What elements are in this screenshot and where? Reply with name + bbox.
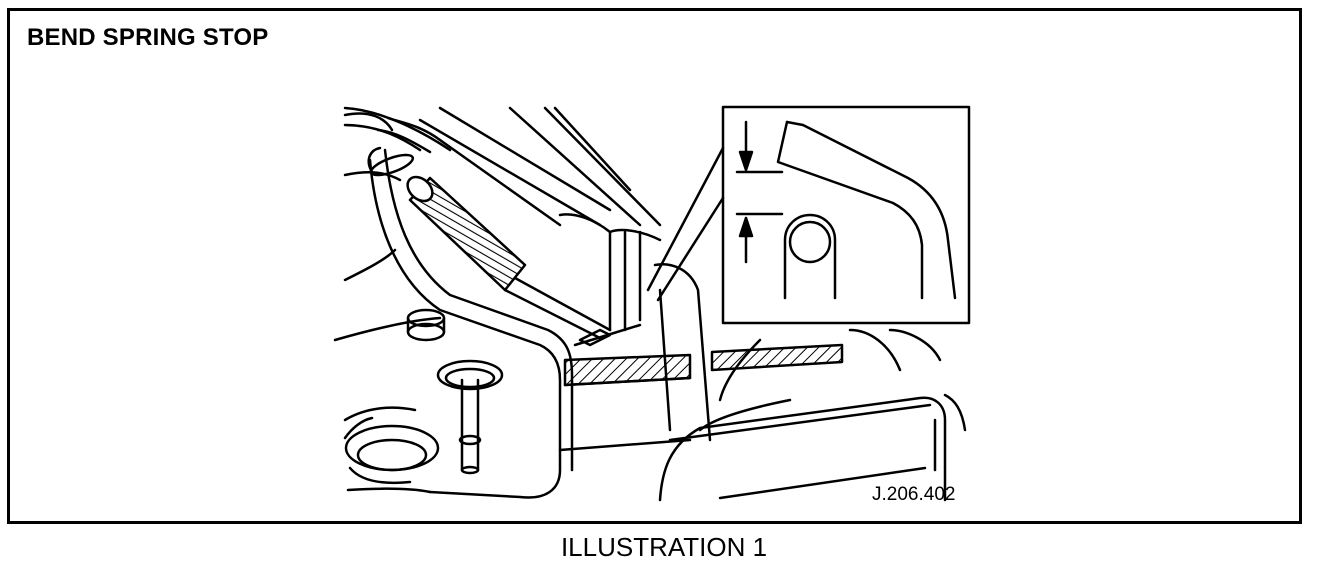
reference-number: J.206.402 — [872, 484, 956, 505]
coil-spring — [406, 175, 612, 340]
spring-stop-tab — [558, 213, 662, 347]
illustration-caption: ILLUSTRATION 1 — [560, 532, 768, 562]
diagram-title: BEND SPRING STOP — [27, 24, 269, 51]
mounting-bosses — [343, 308, 504, 485]
detail-callout — [646, 105, 971, 325]
bracket-tube — [346, 116, 574, 499]
lower-housing — [658, 328, 967, 502]
cable-clip — [343, 112, 415, 177]
cross-member — [558, 343, 844, 452]
